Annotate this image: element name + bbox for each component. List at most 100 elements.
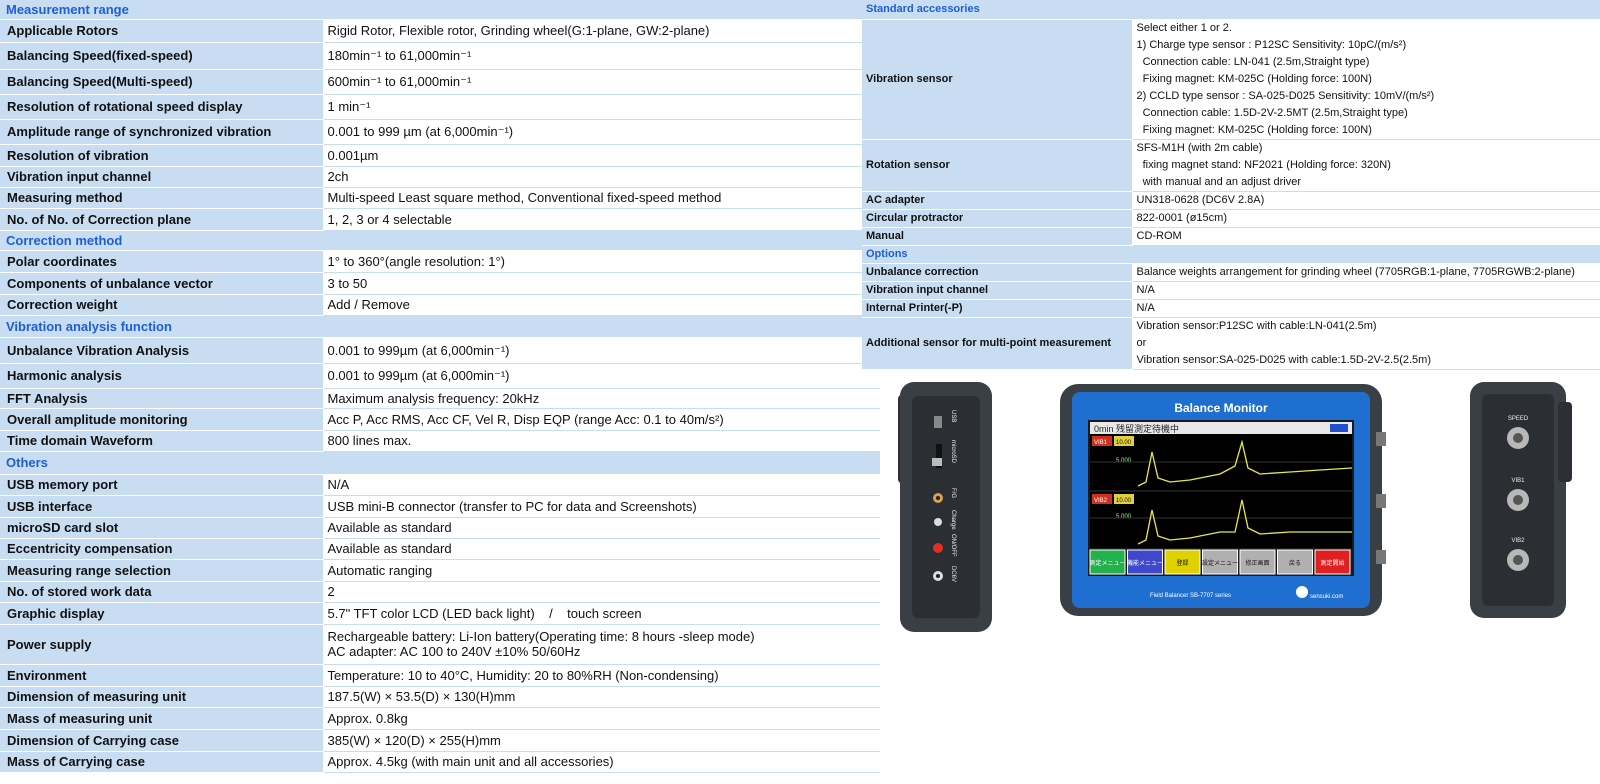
row-value: 1° to 360°(angle resolution: 1°): [323, 250, 880, 273]
value-line: 385(W) × 120(D) × 255(H)mm: [327, 732, 501, 748]
value-line: Approx. 0.8kg: [327, 710, 408, 726]
row-label: Harmonic analysis: [0, 363, 324, 389]
row-label: Measuring method: [0, 187, 324, 209]
device-front: Balance Monitor 0min 残留測定待機中 VIB1 10.00 …: [1060, 384, 1386, 616]
port-label-charge: Charge: [950, 510, 956, 530]
row-value: 800 lines max.: [323, 430, 880, 452]
row-label: Resolution of rotational speed display: [0, 94, 324, 120]
row-label: AC adapter: [862, 191, 1133, 210]
row-value: Approx. 4.5kg (with main unit and all ac…: [323, 751, 880, 773]
row-value: 2: [323, 581, 880, 603]
row-value: Available as standard: [323, 517, 880, 539]
screen-button: [1239, 549, 1276, 575]
row-label: Balancing Speed(fixed-speed): [0, 42, 324, 70]
row-value: Vibration sensor:P12SC with cable:LN-041…: [1132, 317, 1600, 370]
value-line: Select either 1 or 2.: [1136, 21, 1232, 34]
row-label: Circular protractor: [862, 209, 1133, 228]
device-left-side: USB microSD F/G Charge ON/OFF DC6V: [898, 382, 992, 632]
value-line: Acc P, Acc RMS, Acc CF, Vel R, Disp EQP …: [327, 411, 724, 427]
row-value: 0.001 to 999µm (at 6,000min⁻¹): [323, 337, 880, 364]
value-line: 600min⁻¹ to 61,000min⁻¹: [327, 74, 472, 89]
value-line: or: [1136, 336, 1147, 349]
value-line: 2ch: [327, 169, 349, 184]
row-label: No. of stored work data: [0, 581, 324, 603]
value-line: 0.001 to 999µm (at 6,000min⁻¹): [327, 368, 510, 383]
row-label: Dimension of Carrying case: [0, 729, 324, 752]
screen-button: [1127, 549, 1163, 575]
port-label-vib2: VIB2: [1511, 538, 1525, 544]
row-label: Power supply: [0, 624, 324, 665]
acc-row-internal-printer-p: Internal Printer(-P)N/A: [862, 299, 1600, 318]
row-value: N/A: [1132, 299, 1600, 318]
value-line: Vibration sensor:SA-025-D025 with cable:…: [1136, 353, 1432, 366]
value-line: N/A: [1136, 301, 1155, 314]
row-value: 5.7" TFT color LCD (LED back light) / to…: [323, 602, 880, 625]
row-value: Automatic ranging: [323, 559, 880, 582]
channel-1-axis: 5.000: [1116, 458, 1132, 464]
spec-row-amplitude-range-of-synchronized-vibration: Amplitude range of synchronized vibratio…: [0, 119, 880, 145]
section-heading: Vibration analysis function: [0, 315, 880, 338]
value-line: fixing magnet stand: NF2021 (Holding for…: [1136, 158, 1391, 171]
value-line: Available as standard: [327, 520, 452, 535]
row-label: Mass of Carrying case: [0, 751, 324, 773]
row-label: Applicable Rotors: [0, 19, 324, 43]
screen-button: [1314, 549, 1351, 575]
row-value: 1, 2, 3 or 4 selectable: [323, 208, 880, 231]
screen-button-label: 設定メニュー: [1202, 559, 1238, 567]
screen-button: [1202, 549, 1238, 575]
row-value: Add / Remove: [323, 294, 880, 316]
section-heading: Standard accessories: [862, 0, 1600, 20]
screen-button-label: 測定メニュー: [1089, 559, 1125, 567]
value-line: 800 lines max.: [327, 433, 412, 448]
value-line: N/A: [1136, 283, 1155, 296]
screen-button-label: 戻る: [1289, 559, 1301, 567]
row-label: Resolution of vibration: [0, 144, 324, 167]
value-line: 2: [327, 584, 335, 599]
value-line: UN318-0628 (DC6V 2.8A): [1136, 193, 1265, 206]
row-value: Select either 1 or 2.1) Charge type sens…: [1132, 19, 1600, 140]
row-label: Balancing Speed(Multi-speed): [0, 69, 324, 95]
row-value: 180min⁻¹ to 61,000min⁻¹: [323, 42, 880, 70]
channel-2-label: VIB2: [1094, 498, 1108, 504]
value-line: 1 min⁻¹: [327, 99, 371, 114]
value-line: Connection cable: 1.5D-2V-2.5MT (2.5m,St…: [1136, 106, 1408, 119]
value-line: 5.7" TFT color LCD (LED back light) / to…: [327, 605, 642, 621]
value-line: 180min⁻¹ to 61,000min⁻¹: [327, 48, 472, 63]
spec-row-balancing-speed-fixed-speed: Balancing Speed(fixed-speed)180min⁻¹ to …: [0, 42, 880, 70]
row-label: Vibration sensor: [862, 19, 1133, 140]
row-label: Unbalance correction: [862, 263, 1133, 282]
port-label-speed: SPEED: [1508, 416, 1529, 422]
value-line: Automatic ranging: [327, 562, 433, 578]
row-label: Environment: [0, 664, 324, 687]
channel-2-value: 10.00: [1116, 498, 1132, 504]
section-heading: Correction method: [0, 230, 880, 251]
row-label: Internal Printer(-P): [862, 299, 1133, 318]
value-line: 822-0001 (ø15cm): [1136, 211, 1228, 224]
value-line: 0.001µm: [327, 147, 379, 163]
row-value: 385(W) × 120(D) × 255(H)mm: [323, 729, 880, 752]
row-value: Balance weights arrangement for grinding…: [1132, 263, 1600, 282]
channel-2-axis: 5.000: [1116, 514, 1132, 520]
value-line: Rigid Rotor, Flexible rotor, Grinding wh…: [327, 23, 710, 38]
row-label: Polar coordinates: [0, 250, 324, 273]
acc-section-options: Options: [862, 245, 1600, 264]
value-line: 1° to 360°(angle resolution: 1°): [327, 253, 505, 269]
value-line: Add / Remove: [327, 297, 410, 312]
value-line: 0.001 to 999µm (at 6,000min⁻¹): [327, 342, 510, 358]
value-line: Connection cable: LN-041 (2.5m,Straight …: [1136, 55, 1370, 68]
device-brand: Balance Monitor: [1174, 401, 1268, 415]
row-label: Vibration input channel: [862, 281, 1133, 300]
port-label-fg: F/G: [950, 488, 956, 498]
spec-section-measurement-range: Measurement range: [0, 0, 880, 20]
screen-button: [1277, 549, 1313, 575]
